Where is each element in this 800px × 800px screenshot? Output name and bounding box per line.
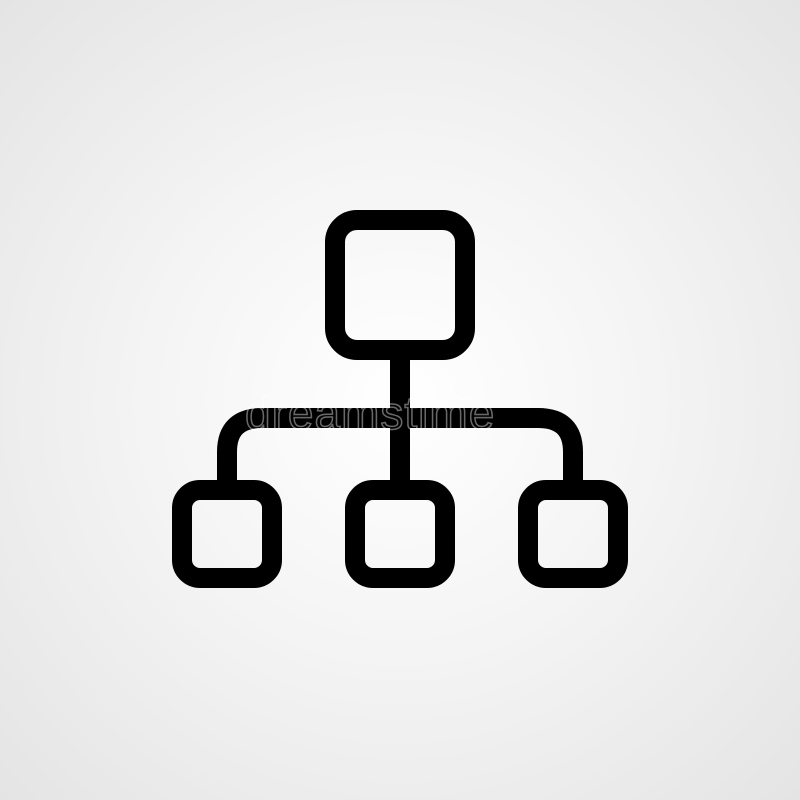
bottom-left-node-box — [172, 480, 282, 588]
bottom-right-node-box — [518, 480, 628, 588]
branch-connector — [217, 408, 583, 500]
bottom-center-node-box — [345, 480, 455, 588]
top-node-box — [325, 210, 475, 360]
